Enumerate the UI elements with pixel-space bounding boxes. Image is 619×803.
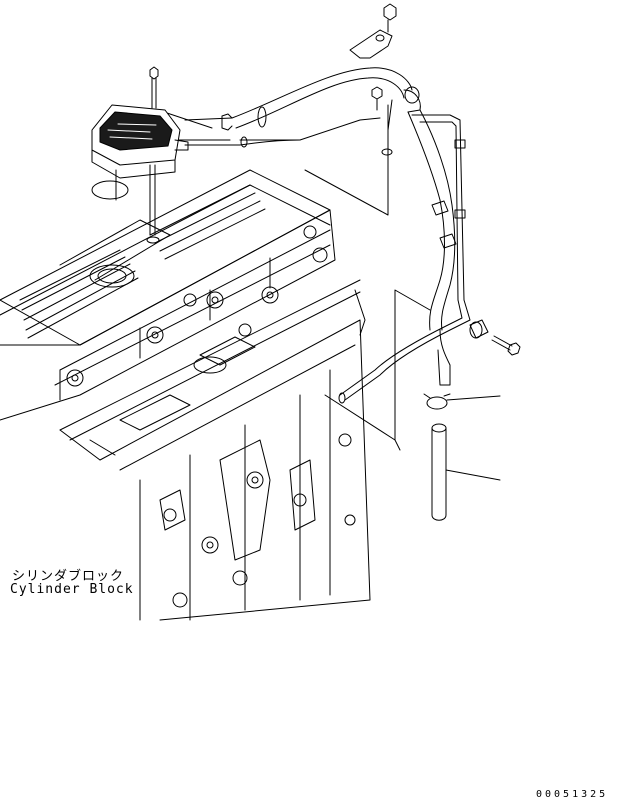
- engine-cylinder-block: [0, 170, 370, 620]
- gasket-washer: [92, 181, 128, 199]
- mounting-bracket: [350, 4, 396, 155]
- part-label-english: Cylinder Block: [10, 582, 134, 597]
- part-label-japanese: シリンダブロック: [12, 569, 125, 584]
- document-number: 00051325: [536, 789, 609, 800]
- controller-module: [92, 67, 188, 243]
- loose-parts: [424, 320, 520, 520]
- harness-and-tubes: [167, 68, 470, 450]
